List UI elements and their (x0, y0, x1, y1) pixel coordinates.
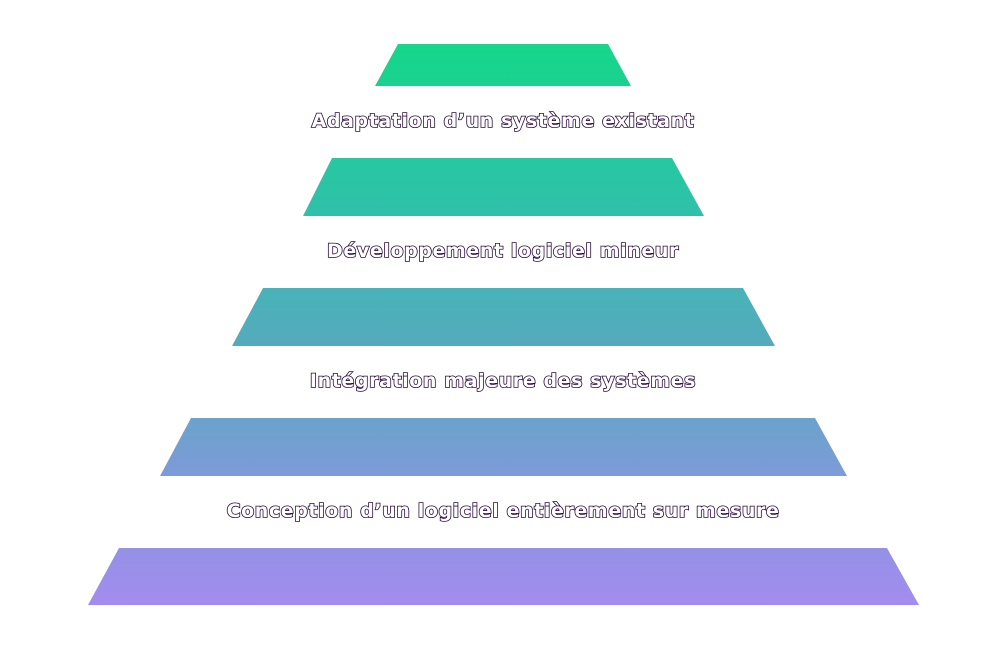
pyramid-tier-3 (232, 288, 775, 346)
tier-1-label: Adaptation d’un système existant (312, 110, 695, 132)
pyramid-tier-4 (160, 418, 847, 476)
pyramid-tier-5 (88, 548, 919, 605)
pyramid-tier-2 (303, 158, 704, 216)
tier-2-label: Développement logiciel mineur (327, 240, 679, 262)
pyramid-tier-1 (375, 44, 631, 86)
tier-4-label: Conception d’un logiciel entièrement sur… (227, 500, 780, 522)
tier-3-label: Intégration majeure des systèmes (310, 370, 696, 392)
